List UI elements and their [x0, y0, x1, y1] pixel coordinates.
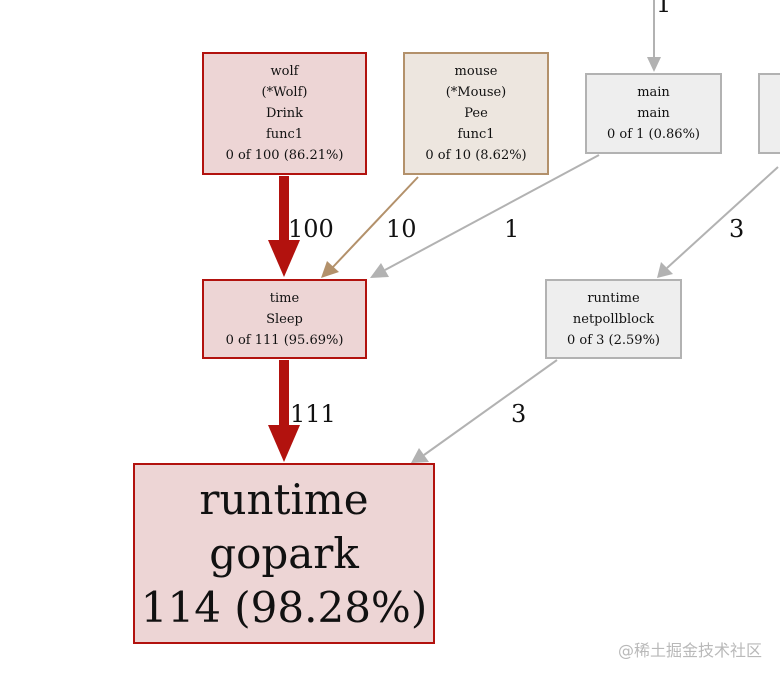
node-time-sleep[interactable]: time Sleep 0 of 111 (95.69%) [202, 279, 367, 359]
edge-main-sleep-arrow [370, 263, 389, 278]
edge-label-offright-netpoll: 3 [729, 215, 745, 243]
edge-label-mouse-sleep: 10 [386, 215, 417, 243]
edge-into-main-arrow [647, 57, 661, 72]
edge-mouse-sleep-arrow [321, 261, 339, 278]
edge-label-into-main: 1 [656, 0, 672, 18]
node-line: gopark [209, 528, 359, 578]
edge-label-wolf-sleep: 100 [288, 215, 334, 243]
edge-label-main-sleep: 1 [504, 215, 520, 243]
node-line: wolf [270, 64, 299, 79]
node-line: runtime [199, 474, 369, 524]
node-stat: 0 of 3 (2.59%) [566, 332, 661, 348]
node-line: time [269, 290, 300, 306]
node-mouse-pee-func1[interactable]: mouse (*Mouse) Pee func1 0 of 10 (8.62%) [403, 52, 549, 175]
node-stat: 0 of 100 (86.21%) [225, 148, 344, 163]
node-offscreen-right[interactable] [758, 73, 780, 154]
node-line: main [637, 85, 670, 100]
edge-netpoll-gopark [423, 359, 558, 456]
edge-label-sleep-gopark: 111 [290, 400, 336, 428]
edge-netpoll-gopark-arrow [411, 448, 429, 463]
node-line: (*Mouse) [445, 85, 507, 100]
node-line: runtime [587, 290, 640, 306]
edge-main-sleep [384, 154, 600, 271]
node-line: mouse [454, 64, 498, 79]
edge-label-netpoll-gopark: 3 [511, 400, 527, 428]
node-line: Sleep [266, 311, 303, 327]
edge-offright-netpoll-arrow [657, 262, 673, 278]
edge-offright-netpoll [666, 166, 779, 269]
node-line: netpollblock [572, 311, 655, 327]
node-line: main [637, 106, 670, 121]
node-runtime-gopark[interactable]: runtime gopark 114 (98.28%) [133, 463, 435, 644]
node-runtime-netpollblock[interactable]: runtime netpollblock 0 of 3 (2.59%) [545, 279, 682, 359]
node-line: (*Wolf) [261, 85, 308, 100]
node-line: func1 [457, 127, 495, 142]
watermark: @稀土掘金技术社区 [617, 641, 762, 660]
node-stat: 114 (98.28%) [140, 582, 428, 632]
node-line: Drink [265, 106, 304, 121]
node-main-main[interactable]: main main 0 of 1 (0.86%) [585, 73, 722, 154]
node-line: func1 [265, 127, 304, 142]
edge-sleep-gopark-arrow [268, 425, 300, 462]
node-wolf-drink-func1[interactable]: wolf (*Wolf) Drink func1 0 of 100 (86.21… [202, 52, 367, 175]
edge-mouse-sleep [332, 176, 419, 268]
node-stat: 0 of 1 (0.86%) [606, 127, 701, 142]
node-stat: 0 of 111 (95.69%) [225, 332, 344, 348]
edge-wolf-sleep-arrow [268, 240, 300, 277]
node-stat: 0 of 10 (8.62%) [425, 148, 527, 163]
node-line: Pee [464, 106, 488, 121]
